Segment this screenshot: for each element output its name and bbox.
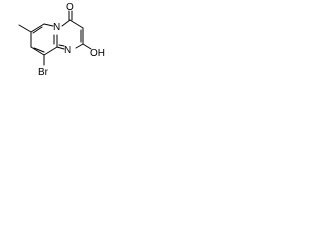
- bond: [75, 43, 84, 49]
- bond: [30, 23, 45, 33]
- atom-label-br: Br: [38, 67, 49, 78]
- structure-canvas: N N O Br OH: [0, 0, 118, 85]
- bond: [33, 47, 45, 53]
- bond: [58, 44, 65, 47]
- bond: [30, 46, 45, 56]
- bond: [32, 26, 43, 34]
- molecule-structure: N N O Br OH: [18, 2, 105, 78]
- bond: [61, 19, 71, 27]
- atom-label-n-bridge: N: [53, 22, 60, 33]
- atom-label-o-carbonyl: O: [66, 2, 74, 13]
- hydroxyl-bond: [82, 43, 92, 50]
- atom-label-n-ring: N: [64, 45, 71, 56]
- bond: [56, 46, 65, 50]
- bond: [43, 46, 58, 56]
- bond: [69, 19, 84, 29]
- bond: [43, 23, 54, 27]
- atom-label-oh: OH: [90, 48, 105, 59]
- methyl-bond: [18, 24, 32, 33]
